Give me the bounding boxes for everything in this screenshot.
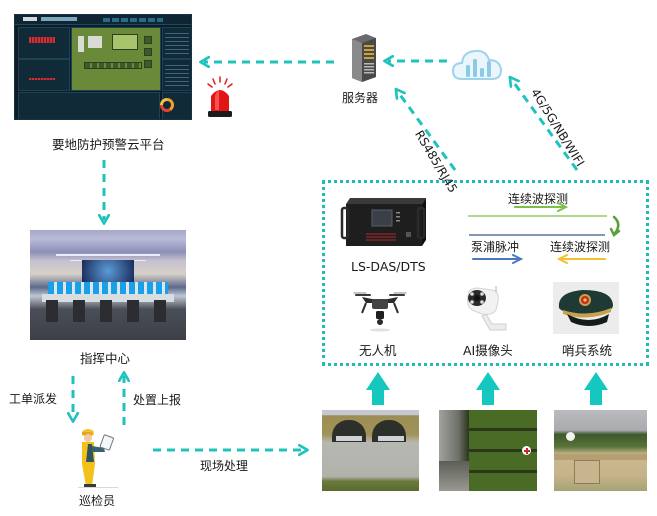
chair-row bbox=[46, 300, 172, 322]
ai-camera-label: AI摄像头 bbox=[463, 343, 513, 358]
das-label: LS-DAS/DTS bbox=[351, 259, 426, 274]
dashboard-line-chart bbox=[29, 78, 55, 80]
ai-camera-icon bbox=[467, 286, 507, 331]
map-block bbox=[144, 48, 152, 56]
onsite-label: 现场处理 bbox=[200, 459, 249, 473]
platform-label: 要地防护预警云平台 bbox=[52, 137, 165, 152]
jet bbox=[378, 436, 404, 441]
worker-with-tablet-icon bbox=[78, 429, 118, 488]
das-rack-device-icon bbox=[340, 198, 426, 246]
dashboard-panel-list bbox=[162, 27, 191, 59]
map-block bbox=[144, 36, 152, 44]
arrow-site2-up bbox=[476, 372, 500, 405]
backward-wave-label: 连续波探测 bbox=[550, 240, 611, 254]
drone-label: 无人机 bbox=[359, 343, 397, 358]
map-building bbox=[78, 36, 84, 52]
dashboard-panel-list-2 bbox=[162, 59, 191, 91]
server-label: 服务器 bbox=[342, 91, 379, 105]
map-block bbox=[144, 60, 152, 68]
command-center-photo bbox=[30, 230, 186, 340]
sensing-devices-box bbox=[322, 180, 649, 366]
dashboard-header bbox=[15, 15, 191, 25]
dashboard-panel-alarm-chart bbox=[18, 27, 70, 59]
base-photo bbox=[554, 410, 647, 491]
perimeter-wall bbox=[554, 454, 647, 460]
desk-row bbox=[42, 294, 174, 302]
map-building bbox=[88, 36, 102, 48]
alarm-light-icon bbox=[207, 76, 233, 117]
ceiling-light bbox=[56, 254, 160, 256]
dashboard-site-map bbox=[71, 27, 161, 91]
monitor-row bbox=[48, 282, 168, 294]
platform-dashboard-screenshot bbox=[14, 14, 192, 120]
dashboard-title-bar bbox=[41, 17, 77, 21]
work-order-label: 工单派发 bbox=[9, 392, 58, 406]
report-label: 处置上报 bbox=[133, 393, 182, 407]
dashboard-list-rows bbox=[165, 33, 189, 55]
video-wall bbox=[82, 260, 134, 282]
jet bbox=[336, 436, 362, 441]
forward-wave-label: 连续波探测 bbox=[508, 192, 569, 206]
radar-dish bbox=[566, 432, 575, 441]
dashboard-panel-table bbox=[18, 92, 160, 119]
corridor-floor bbox=[439, 461, 471, 491]
arrow-site3-up bbox=[584, 372, 608, 405]
map-row-blocks bbox=[84, 62, 142, 69]
red-cross-mark bbox=[522, 446, 531, 455]
dashboard-donut-chart bbox=[160, 98, 174, 112]
dashboard-bar-chart bbox=[29, 37, 55, 43]
pump-pulse-label: 泵浦脉冲 bbox=[471, 240, 520, 254]
map-field bbox=[112, 34, 138, 50]
dashboard-list-rows bbox=[165, 65, 189, 87]
sentry-system-label: 哨兵系统 bbox=[562, 343, 613, 358]
drone-icon bbox=[353, 292, 407, 332]
cloud-chart-icon bbox=[451, 49, 503, 80]
inspector-label: 巡检员 bbox=[79, 494, 116, 508]
arrow-site1-up bbox=[366, 372, 390, 405]
hangar-photo bbox=[322, 410, 419, 491]
storage-photo bbox=[439, 410, 537, 491]
sentry-cap-icon bbox=[553, 282, 619, 334]
command-center-label: 指挥中心 bbox=[80, 351, 131, 366]
server-rack-icon bbox=[352, 34, 376, 82]
wireless-label: 4G/5G/NB/WIFI bbox=[528, 86, 588, 169]
dashboard-logo bbox=[23, 17, 37, 21]
dashboard-panel-secondary-chart bbox=[18, 59, 70, 91]
guard-building bbox=[574, 460, 600, 484]
dashboard-tabs bbox=[103, 18, 163, 22]
